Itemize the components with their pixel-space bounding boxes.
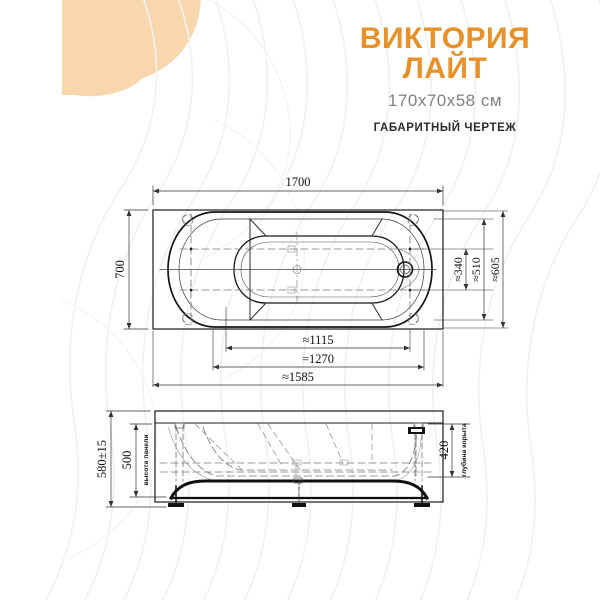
side-view-bowl-profile (159, 426, 436, 477)
bracket-bottom-right (407, 313, 419, 325)
drain-hole-icon (396, 261, 414, 278)
dim-1585 (152, 382, 444, 388)
bracket-top-left (182, 214, 194, 226)
dim-overall-length-label: 1700 (286, 175, 311, 189)
brand-line-2: ЛАЙТ (402, 52, 488, 85)
dim-right-340 (463, 248, 469, 291)
dim-right-605-label: ≈605 (488, 257, 502, 282)
side-view-leg-caps (174, 422, 424, 429)
bracket-top-right (407, 214, 419, 226)
dim-bowl-depth-label: 420 (437, 441, 451, 460)
dim-overall-width (123, 209, 149, 330)
dim-1115-label: ≈1115 (303, 333, 334, 347)
product-size: 170x70x58 см (387, 91, 503, 110)
top-view-right-shoulder (371, 218, 383, 237)
top-view-outer-frame (152, 209, 444, 330)
dim-total-height-label: 580±15 (95, 440, 109, 478)
dim-1115 (225, 345, 411, 351)
dim-right-extension-lines (413, 210, 509, 329)
side-view-construction-lines (194, 423, 373, 477)
top-view-left-seat (249, 218, 267, 237)
side-view-feet (168, 477, 430, 507)
dim-overall-width-label: 700 (113, 260, 127, 279)
top-view-hidden-rails (179, 213, 425, 326)
dim-right-340-label: ≈340 (451, 257, 465, 282)
top-view-left-seat-2 (249, 302, 267, 321)
top-view-bath-outline (167, 211, 433, 328)
dim-1270-label: =1270 (302, 352, 334, 366)
brand-line-1: ВИКТОРИЯ (359, 22, 531, 55)
drain-hole-inner-icon (400, 264, 410, 275)
drain-arc-1 (395, 247, 420, 292)
title-block: ВИКТОРИЯ ЛАЙТ 170x70x58 см ГАБАРИТНЫЙ ЧЕ… (300, 22, 590, 135)
side-view-leg-verticals (175, 424, 423, 482)
dim-bowl-depth (427, 423, 471, 478)
dim-bottom-extension-lines (152, 306, 444, 388)
dim-right-510 (481, 218, 487, 321)
panel-height-caption: высота панели (143, 434, 150, 485)
side-view-group: 580±15 500 высота панели 420 глубина кор… (95, 410, 471, 508)
foot-right (414, 485, 430, 507)
top-view-corner-brackets (182, 214, 419, 325)
dim-total-height (105, 410, 167, 508)
drawing-caption: ГАБАРИТНЫЙ ЧЕРТЕЖ (373, 122, 517, 134)
dim-right-510-label: ≈510 (469, 257, 483, 282)
bracket-bottom-left (182, 313, 194, 325)
top-view-rail-dots (189, 247, 412, 292)
dim-panel-height-label: 500 (120, 451, 134, 470)
top-view-bowl-inner-line (240, 241, 400, 298)
top-view-right-shoulder-2 (371, 302, 383, 321)
dim-1270 (212, 364, 425, 370)
side-view-minor-marks (292, 459, 349, 466)
foot-center (292, 477, 306, 507)
dim-1585-label: ≈1585 (282, 370, 314, 384)
dim-overall-length (152, 185, 444, 206)
dim-right-605 (500, 210, 506, 329)
dim-panel-height (129, 423, 167, 498)
foot-left (168, 485, 184, 507)
bowl-depth-caption: глубина корыта (460, 423, 468, 477)
top-view-group: 1700 700 (113, 175, 509, 388)
top-view-rail-nodes (287, 245, 296, 294)
overflow-fitting-icon (408, 427, 425, 477)
